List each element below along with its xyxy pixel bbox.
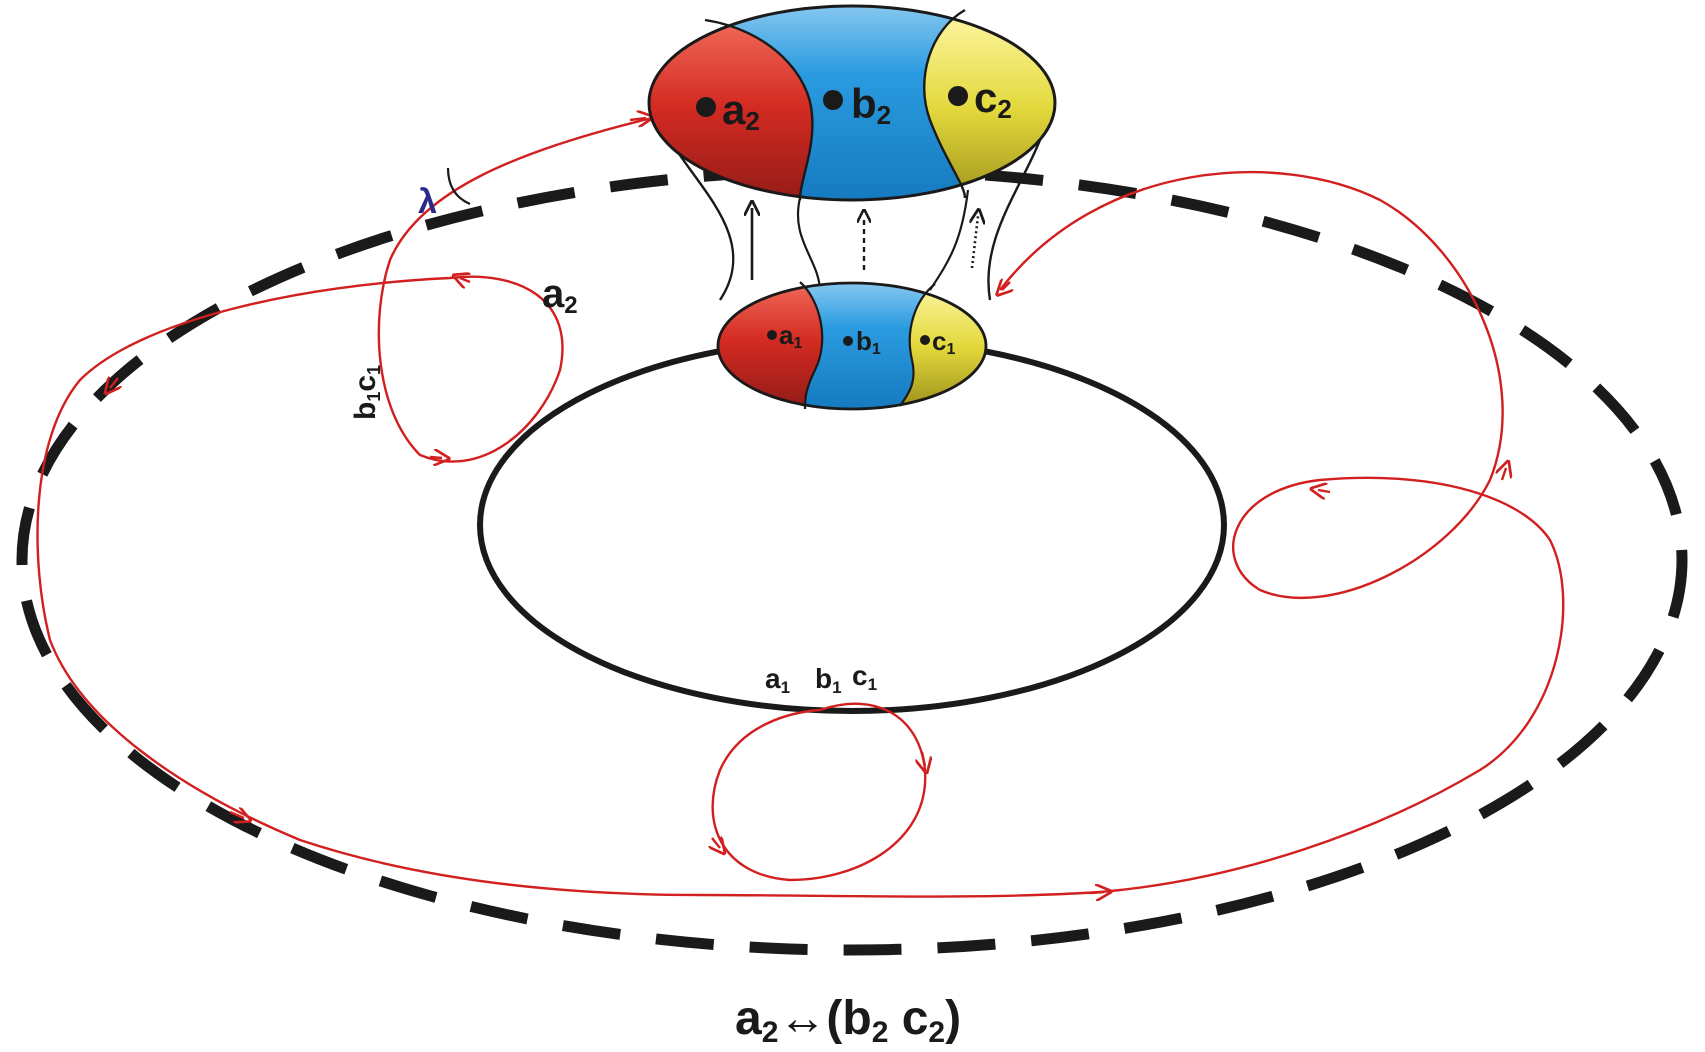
caption: a2↔(b2 c2) — [735, 992, 961, 1049]
bottom-label-b1: b1 — [815, 663, 842, 697]
trajectory-arrow-8 — [1002, 282, 1010, 290]
trajectory-arrow-10 — [712, 838, 720, 848]
trajectory-bottom-loop — [711, 702, 927, 882]
upper-b-dot — [823, 90, 843, 110]
trajectory-arrow-6 — [1502, 468, 1506, 481]
lower-a-dot — [767, 330, 777, 340]
trajectory-arrow-11 — [629, 118, 646, 120]
trajectory-arrow-9 — [922, 751, 925, 766]
loop-label-a2: a2 — [542, 272, 578, 319]
trajectory-arrow-5 — [1089, 892, 1104, 893]
loop-label-b1c1: b1c1 — [349, 365, 384, 420]
bottom-label-a1: a1 — [765, 663, 790, 697]
lower-a-label: a1 — [779, 320, 802, 352]
svg-text:b1c1: b1c1 — [349, 365, 384, 420]
lower-blob — [716, 281, 988, 411]
lambda-angle-arc — [446, 167, 471, 206]
trajectory-arrow-4 — [429, 457, 442, 458]
lower-c-dot — [920, 335, 930, 345]
upper-b-label: b2 — [851, 80, 891, 130]
trajectory-arrow-3 — [229, 812, 244, 818]
lower-b-dot — [843, 336, 853, 346]
upper-blob — [647, 4, 1057, 202]
trajectory-outer-path — [36, 116, 1565, 898]
trajectory-arrow-1 — [460, 278, 470, 282]
lower-b-label: b1 — [856, 326, 881, 358]
transition-arrow-dotted — [972, 216, 978, 269]
trajectory-arrow-7 — [1318, 490, 1331, 492]
bottom-label-c1: c1 — [852, 660, 877, 694]
lower-c-label: c1 — [932, 326, 955, 358]
upper-c-dot — [948, 86, 968, 106]
trajectory-arrow-2 — [110, 378, 118, 388]
tube-right-edge — [987, 139, 1042, 301]
tube-inner-right — [929, 189, 970, 291]
upper-a-label: a2 — [722, 86, 760, 136]
lambda-label: λ — [418, 183, 437, 221]
upper-c-label: c2 — [974, 74, 1012, 124]
tube-left-edge — [668, 139, 735, 301]
tube-inner-left — [796, 197, 822, 293]
upper-a-dot — [696, 97, 716, 117]
